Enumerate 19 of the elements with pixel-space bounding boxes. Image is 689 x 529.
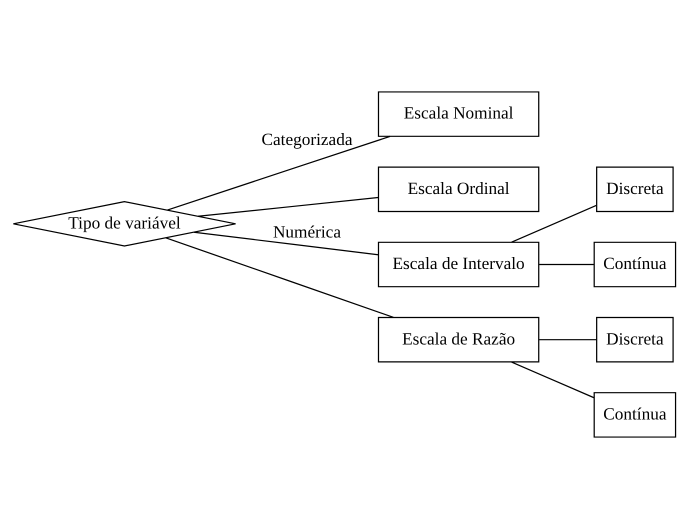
connector (511, 204, 596, 243)
edge-label: Numérica (272, 222, 342, 242)
edge-label: Categorizada (261, 130, 352, 150)
node-box: Escala de Razão (378, 316, 540, 362)
node-box: Escala Ordinal (378, 166, 540, 212)
node-box: Escala de Intervalo (378, 242, 540, 288)
connector (511, 361, 594, 398)
node-box: Discreta (596, 166, 674, 212)
node-box: Contínua (594, 242, 676, 288)
connector (167, 136, 390, 211)
connector (539, 264, 594, 266)
connector (166, 237, 394, 318)
connector (198, 196, 378, 217)
connector (194, 232, 378, 256)
node-box: Escala Nominal (378, 91, 540, 137)
node-diamond: Tipo de variável (12, 201, 236, 247)
node-box: Discreta (596, 316, 674, 362)
node-box: Contínua (594, 392, 676, 438)
connector (539, 339, 597, 340)
